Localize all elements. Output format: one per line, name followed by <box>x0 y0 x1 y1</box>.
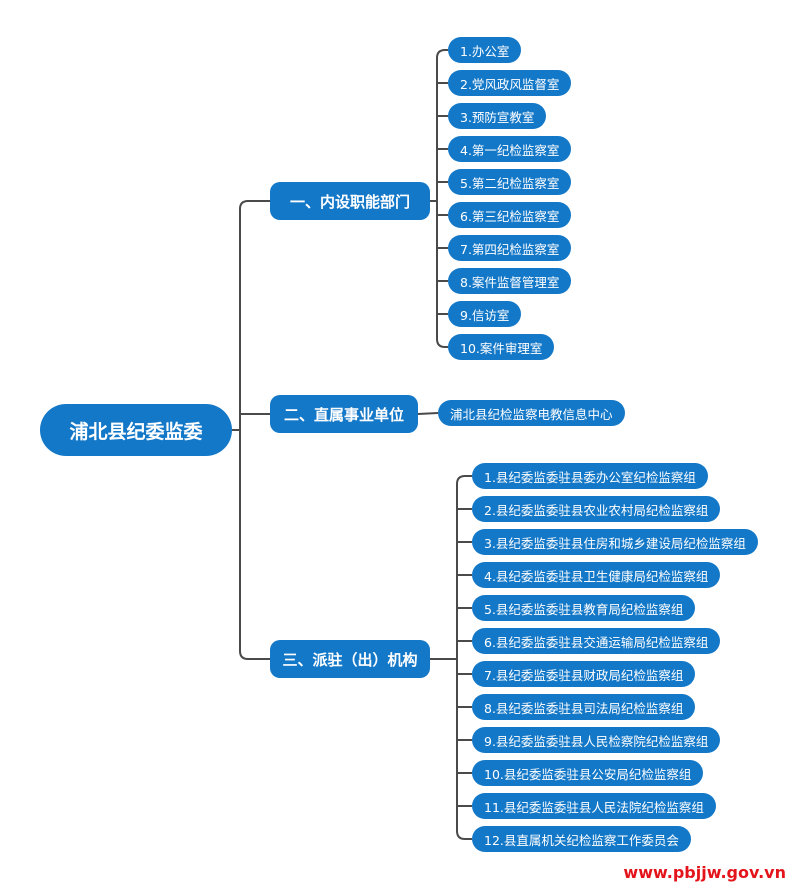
connector-leaf-0-9 <box>436 338 448 348</box>
branch-affiliated-units: 二、直属事业单位 <box>270 395 418 433</box>
leaf-node: 5.第二纪检监察室 <box>448 169 572 195</box>
leaf-node: 6.第三纪检监察室 <box>448 202 572 228</box>
leaf-node: 12.县直属机关纪检监察工作委员会 <box>472 826 691 852</box>
leaf-node: 11.县纪委监委驻县人民法院纪检监察组 <box>472 793 716 819</box>
leaf-node: 6.县纪委监委驻县交通运输局纪检监察组 <box>472 628 721 654</box>
leaf-node: 10.县纪委监委驻县公安局纪检监察组 <box>472 760 704 786</box>
leaf-node: 3.县纪委监委驻县住房和城乡建设局纪检监察组 <box>472 529 758 555</box>
leaf-node: 9.信访室 <box>448 301 522 327</box>
connector-root-branch-0 <box>239 200 270 210</box>
leaf-node: 浦北县纪检监察电教信息中心 <box>438 400 625 426</box>
connector-branch-1 <box>417 412 439 415</box>
leaf-node: 8.案件监督管理室 <box>448 268 572 294</box>
connector-leaf-2-0 <box>456 475 472 485</box>
leaf-node: 1.县纪委监委驻县委办公室纪检监察组 <box>472 463 708 489</box>
leaf-node: 3.预防宣教室 <box>448 103 547 129</box>
watermark-url: www.pbjjw.gov.vn <box>623 863 786 882</box>
branch-dispatched-agencies: 三、派驻（出）机构 <box>270 640 430 678</box>
leaf-node: 7.第四纪检监察室 <box>448 235 572 261</box>
leaf-node: 2.县纪委监委驻县农业农村局纪检监察组 <box>472 496 721 522</box>
leaf-node: 1.办公室 <box>448 37 522 63</box>
leaf-node: 7.县纪委监委驻县财政局纪检监察组 <box>472 661 696 687</box>
leaf-node: 4.县纪委监委驻县卫生健康局纪检监察组 <box>472 562 721 588</box>
connector-leaf-2-11 <box>456 830 472 840</box>
connector-root-branch-2 <box>239 650 270 660</box>
leaf-node: 2.党风政风监督室 <box>448 70 572 96</box>
leaf-node: 9.县纪委监委驻县人民检察院纪检监察组 <box>472 727 721 753</box>
leaf-node: 10.案件审理室 <box>448 334 555 360</box>
branch-internal-departments: 一、内设职能部门 <box>270 182 430 220</box>
leaf-node: 8.县纪委监委驻县司法局纪检监察组 <box>472 694 696 720</box>
root-node: 浦北县纪委监委 <box>40 404 232 456</box>
leaf-node: 5.县纪委监委驻县教育局纪检监察组 <box>472 595 696 621</box>
connector-leaf-0-0 <box>436 49 448 59</box>
leaf-node: 4.第一纪检监察室 <box>448 136 572 162</box>
